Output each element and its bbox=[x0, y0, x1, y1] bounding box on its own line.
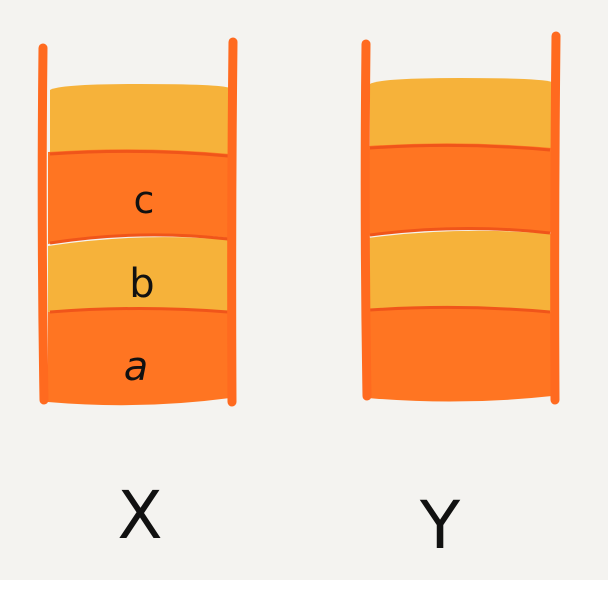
stack-y: Y bbox=[360, 31, 561, 564]
stack-y-layer-2 bbox=[368, 230, 552, 312]
layer-label-a: a bbox=[124, 344, 149, 390]
stack-y-left-wall bbox=[360, 39, 372, 401]
stack-label-y: Y bbox=[419, 487, 461, 564]
stack-x-layer-1 bbox=[48, 309, 230, 406]
stack-y-layer-1 bbox=[368, 307, 552, 402]
stack-x-left-wall bbox=[37, 43, 49, 405]
stack-y-layer-3 bbox=[368, 143, 552, 236]
layer-label-c: c bbox=[134, 178, 155, 222]
stack-x-layer-3 bbox=[48, 149, 230, 244]
stack-y-band-edge bbox=[369, 226, 551, 237]
stack-x-right-wall bbox=[227, 37, 238, 407]
stack-x-layer-2 bbox=[48, 237, 230, 312]
stack-label-x: X bbox=[117, 477, 162, 554]
stack-x-band-edge bbox=[49, 233, 229, 245]
stack-x-band-edge bbox=[49, 149, 229, 158]
stack-x-layer-4 bbox=[50, 84, 230, 158]
stack-y-band-edge bbox=[369, 305, 551, 314]
stack-y-layer-4 bbox=[370, 78, 552, 152]
stack-x: c b a X bbox=[37, 37, 238, 554]
layer-label-b: b bbox=[129, 261, 154, 307]
stack-x-band-edge bbox=[49, 307, 229, 314]
stack-y-band-edge bbox=[369, 143, 551, 152]
stack-y-right-wall bbox=[550, 31, 561, 405]
